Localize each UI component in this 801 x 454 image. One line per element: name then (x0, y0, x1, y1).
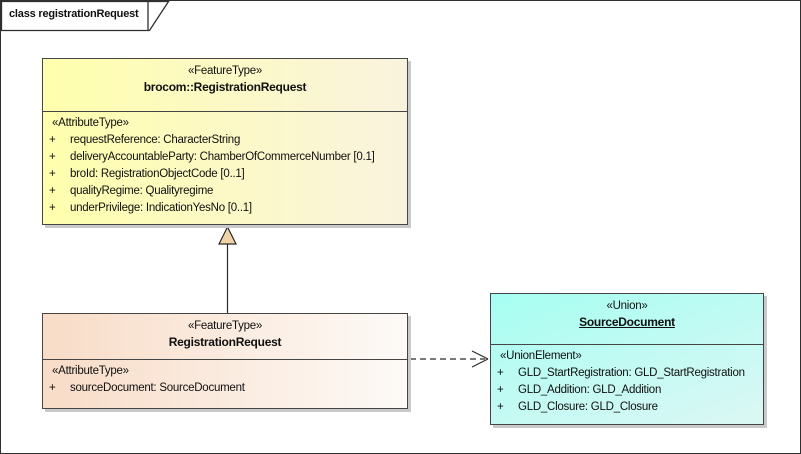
attribute-text: requestReference: CharacterString (70, 134, 241, 146)
attributes-compartment: «UnionElement» + GLD_StartRegistration: G… (491, 344, 763, 416)
attribute-row: + sourceDocument: SourceDocument (43, 380, 407, 397)
visibility-plus: + (49, 134, 56, 146)
attribute-row: + underPrivilege: IndicationYesNo [0..1] (43, 200, 407, 217)
attribute-row: + qualityRegime: Qualityregime (43, 183, 407, 200)
attributes-compartment: «AttributeType» + requestReference: Chara… (43, 111, 407, 217)
class-name: SourceDocument (579, 315, 675, 329)
attribute-text: GLD_Addition: GLD_Addition (518, 384, 662, 396)
class-header: «FeatureType» brocom::RegistrationReques… (43, 59, 407, 111)
frame-title: class registrationRequest (9, 8, 139, 20)
class-stereotype: «FeatureType» (187, 65, 263, 77)
attribute-text: qualityRegime: Qualityregime (70, 185, 214, 197)
visibility-plus: + (49, 168, 56, 180)
attribute-stereotype: «AttributeType» (52, 117, 129, 129)
attribute-row: + requestReference: CharacterString (43, 132, 407, 149)
open-arrowhead-icon (471, 350, 489, 368)
attribute-text: underPrivilege: IndicationYesNo [0..1] (70, 202, 252, 214)
frame-tab (1, 1, 170, 32)
dependency-arrow[interactable] (410, 350, 489, 368)
attribute-text: GLD_StartRegistration: GLD_StartRegistra… (518, 367, 745, 379)
visibility-plus: + (49, 382, 56, 394)
class-header: «Union» SourceDocument (491, 294, 763, 344)
attribute-row: + deliveryAccountableParty: ChamberOfComm… (43, 149, 407, 166)
attribute-row: + GLD_Closure: GLD_Closure (491, 399, 763, 416)
visibility-plus: + (497, 384, 504, 396)
attribute-stereotype: «UnionElement» (500, 350, 582, 362)
visibility-plus: + (49, 151, 56, 163)
generalization-arrow[interactable] (218, 225, 237, 313)
class-header: «FeatureType» RegistrationRequest (43, 314, 407, 359)
visibility-plus: + (497, 401, 504, 413)
attribute-text: deliveryAccountableParty: ChamberOfComme… (70, 151, 375, 163)
attribute-text: sourceDocument: SourceDocument (70, 382, 245, 394)
class-box-sourcedocument[interactable]: «Union» SourceDocument «UnionElement» + G… (490, 293, 764, 425)
attribute-text: GLD_Closure: GLD_Closure (518, 401, 658, 413)
visibility-plus: + (497, 367, 504, 379)
class-stereotype: «Union» (606, 300, 648, 312)
attribute-text: broId: RegistrationObjectCode [0..1] (70, 168, 245, 180)
class-name: RegistrationRequest (168, 335, 282, 349)
class-name: brocom::RegistrationRequest (143, 80, 307, 94)
attributes-compartment: «AttributeType» + sourceDocument: SourceD… (43, 359, 407, 397)
attribute-stereotype: «AttributeType» (52, 365, 129, 377)
visibility-plus: + (49, 185, 56, 197)
generalization-triangle-icon (218, 225, 237, 245)
attribute-row: + broId: RegistrationObjectCode [0..1] (43, 166, 407, 183)
visibility-plus: + (49, 202, 56, 214)
attribute-row: + GLD_Addition: GLD_Addition (491, 382, 763, 399)
class-box-registrationrequest[interactable]: «FeatureType» RegistrationRequest «Attri… (42, 313, 408, 409)
class-stereotype: «FeatureType» (187, 320, 263, 332)
class-box-brocom-registrationrequest[interactable]: «FeatureType» brocom::RegistrationReques… (42, 58, 408, 225)
attribute-row: + GLD_StartRegistration: GLD_StartRegistr… (491, 365, 763, 382)
